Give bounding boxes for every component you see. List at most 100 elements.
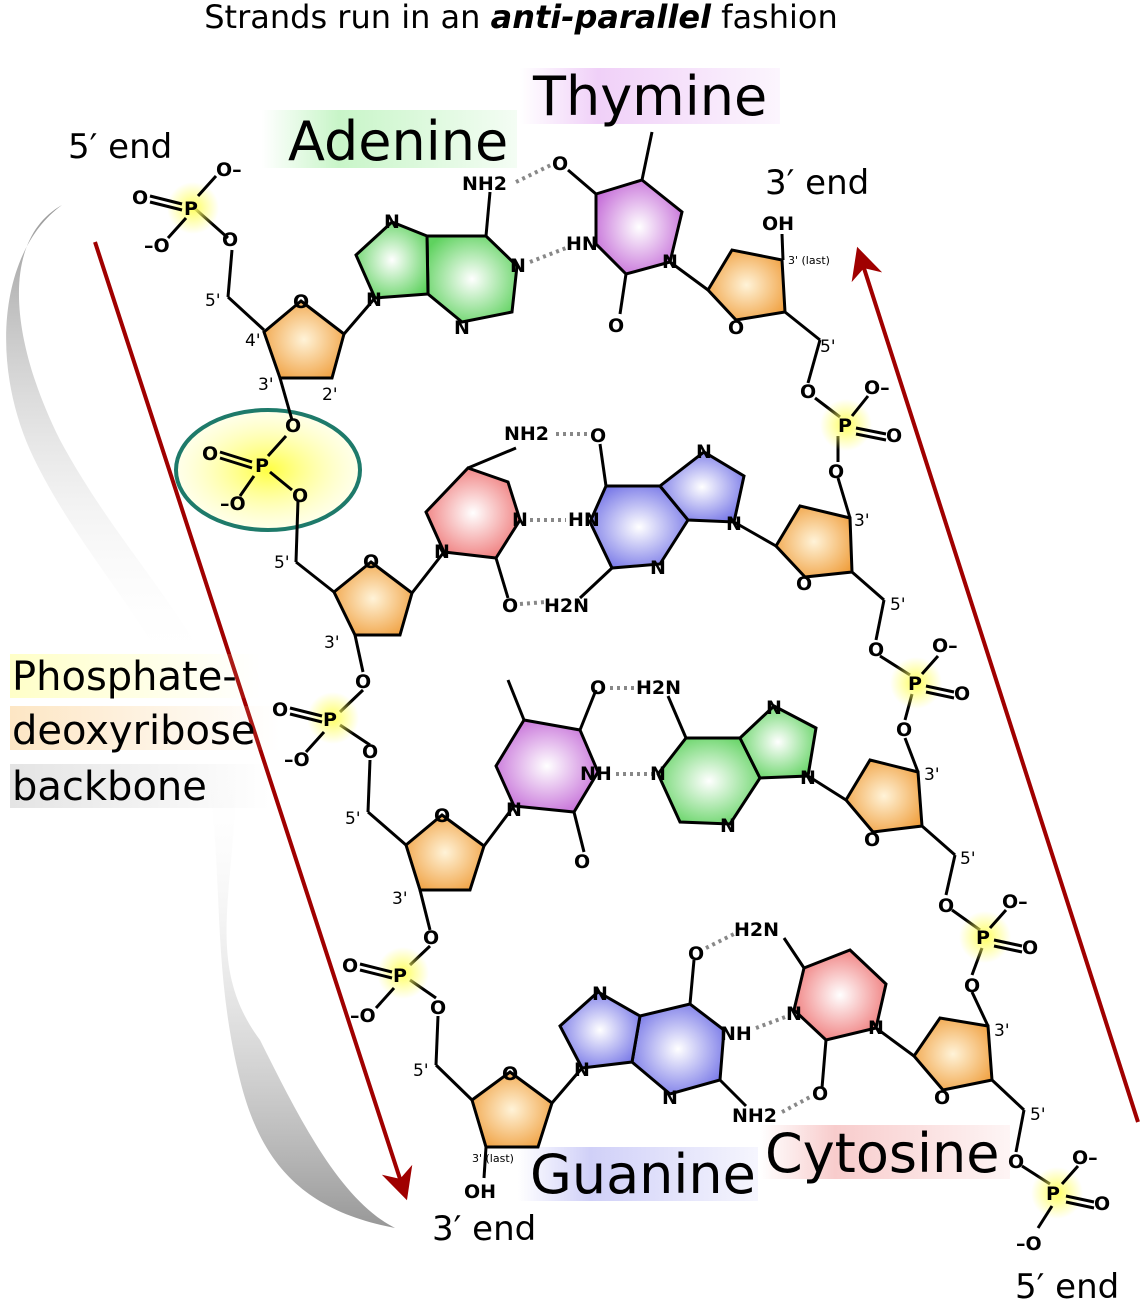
svg-text:N: N [506,799,522,821]
svg-text:5': 5' [890,595,906,615]
svg-text:N: N [786,1003,802,1025]
svg-text:N: N [574,1059,590,1081]
guanine-bot-ring6 [630,1002,726,1096]
backbone-label-bg-2 [10,706,280,750]
guanine-bot-ring5 [558,990,642,1070]
strand-arrow-up [851,246,1140,1123]
thymine-label: Thymine [532,65,767,128]
svg-text:O–: O– [1072,1147,1098,1169]
svg-text:P: P [838,415,852,437]
svg-text:O: O [363,551,379,573]
adenine-low-ring6 [656,736,762,826]
svg-text:P: P [1046,1183,1060,1205]
svg-text:HN: HN [566,233,598,255]
svg-text:H2N: H2N [636,677,681,699]
svg-text:O: O [434,805,450,827]
svg-text:–O: –O [284,749,310,771]
guanine-label-bg [518,1147,758,1201]
adenine-top-ring5 [354,220,430,300]
svg-text:P: P [323,709,337,731]
svg-text:3': 3' [994,1021,1010,1041]
svg-text:3': 3' [924,765,940,785]
svg-text:O: O [896,719,912,741]
right-top-end-label: 3′ end [765,163,869,203]
thymine-label-bg [520,68,780,124]
svg-text:5': 5' [820,337,836,357]
svg-text:NH2: NH2 [504,423,549,445]
svg-text:P: P [255,455,269,477]
sugar-left-4 [470,1070,554,1149]
svg-text:O: O [272,699,288,721]
base-bonds [342,131,915,1108]
svg-text:O: O [886,425,902,447]
cytosine-label: Cytosine [765,1122,999,1185]
svg-text:3': 3' [854,511,870,531]
svg-text:O: O [132,187,148,209]
sugar-right-1 [706,248,787,322]
svg-text:O: O [934,1087,950,1109]
atom-labels: P O– O –O O O 5' 4' 3' 2' O O P O –O O 5… [132,153,1110,1255]
svg-text:N: N [512,509,528,531]
svg-text:N: N [868,1017,884,1039]
svg-text:O: O [938,895,954,917]
svg-text:N: N [510,255,526,277]
svg-text:5': 5' [1030,1105,1046,1125]
backbone-label-bg-3 [10,764,270,808]
svg-text:O: O [292,485,308,507]
svg-text:O: O [362,741,378,763]
svg-text:5': 5' [345,809,361,829]
left-bottom-end-label: 3′ end [432,1209,536,1249]
svg-text:N: N [662,1087,678,1109]
svg-text:3' (last): 3' (last) [788,254,830,267]
hydrogen-bonds [515,162,813,1114]
svg-text:–O: –O [350,1005,376,1027]
svg-text:–O: –O [144,235,170,257]
svg-text:NH2: NH2 [732,1105,777,1127]
backbone-label-bg-1 [10,654,260,698]
svg-text:O: O [502,595,518,617]
svg-text:P: P [976,927,990,949]
svg-text:N: N [800,767,816,789]
svg-text:H2N: H2N [734,919,779,941]
cytosine-label-bg [760,1125,1010,1179]
svg-text:P: P [908,673,922,695]
svg-text:5': 5' [274,553,290,573]
svg-text:O: O [728,317,744,339]
sugar-left-2 [332,560,414,637]
svg-text:O: O [964,975,980,997]
svg-text:4': 4' [245,331,261,351]
svg-text:N: N [726,513,742,535]
svg-text:O: O [864,829,880,851]
svg-text:N: N [720,815,736,837]
svg-text:OH: OH [762,213,794,235]
svg-text:O: O [502,1063,518,1085]
backbone-label-line3: backbone [12,764,207,810]
svg-text:N: N [592,983,608,1005]
svg-text:3': 3' [392,889,408,909]
svg-text:O: O [590,677,606,699]
svg-text:N: N [662,251,678,273]
svg-text:O: O [293,291,309,313]
svg-text:O: O [423,927,439,949]
svg-text:O: O [202,443,218,465]
sugar-left-1 [262,299,346,380]
svg-text:O–: O– [1002,891,1028,913]
sugar-left-3 [404,813,486,892]
svg-text:O: O [1094,1193,1110,1215]
svg-text:O–: O– [216,159,242,181]
highlighted-phosphate [174,408,362,532]
phosphate-glows [167,182,1083,1219]
svg-text:–O: –O [220,493,246,515]
left-top-end-label: 5′ end [68,127,172,167]
svg-text:5': 5' [205,291,221,311]
svg-text:3': 3' [324,633,340,653]
svg-text:O: O [552,153,568,175]
svg-text:O: O [590,425,606,447]
right-bottom-end-label: 5′ end [1015,1267,1119,1302]
svg-text:NH: NH [720,1023,752,1045]
guanine-mid-ring5 [657,450,746,524]
adenine-low-ring5 [738,704,818,780]
phosphate-bonds [149,174,1095,1229]
svg-text:N: N [650,763,666,785]
svg-text:O: O [574,851,590,873]
